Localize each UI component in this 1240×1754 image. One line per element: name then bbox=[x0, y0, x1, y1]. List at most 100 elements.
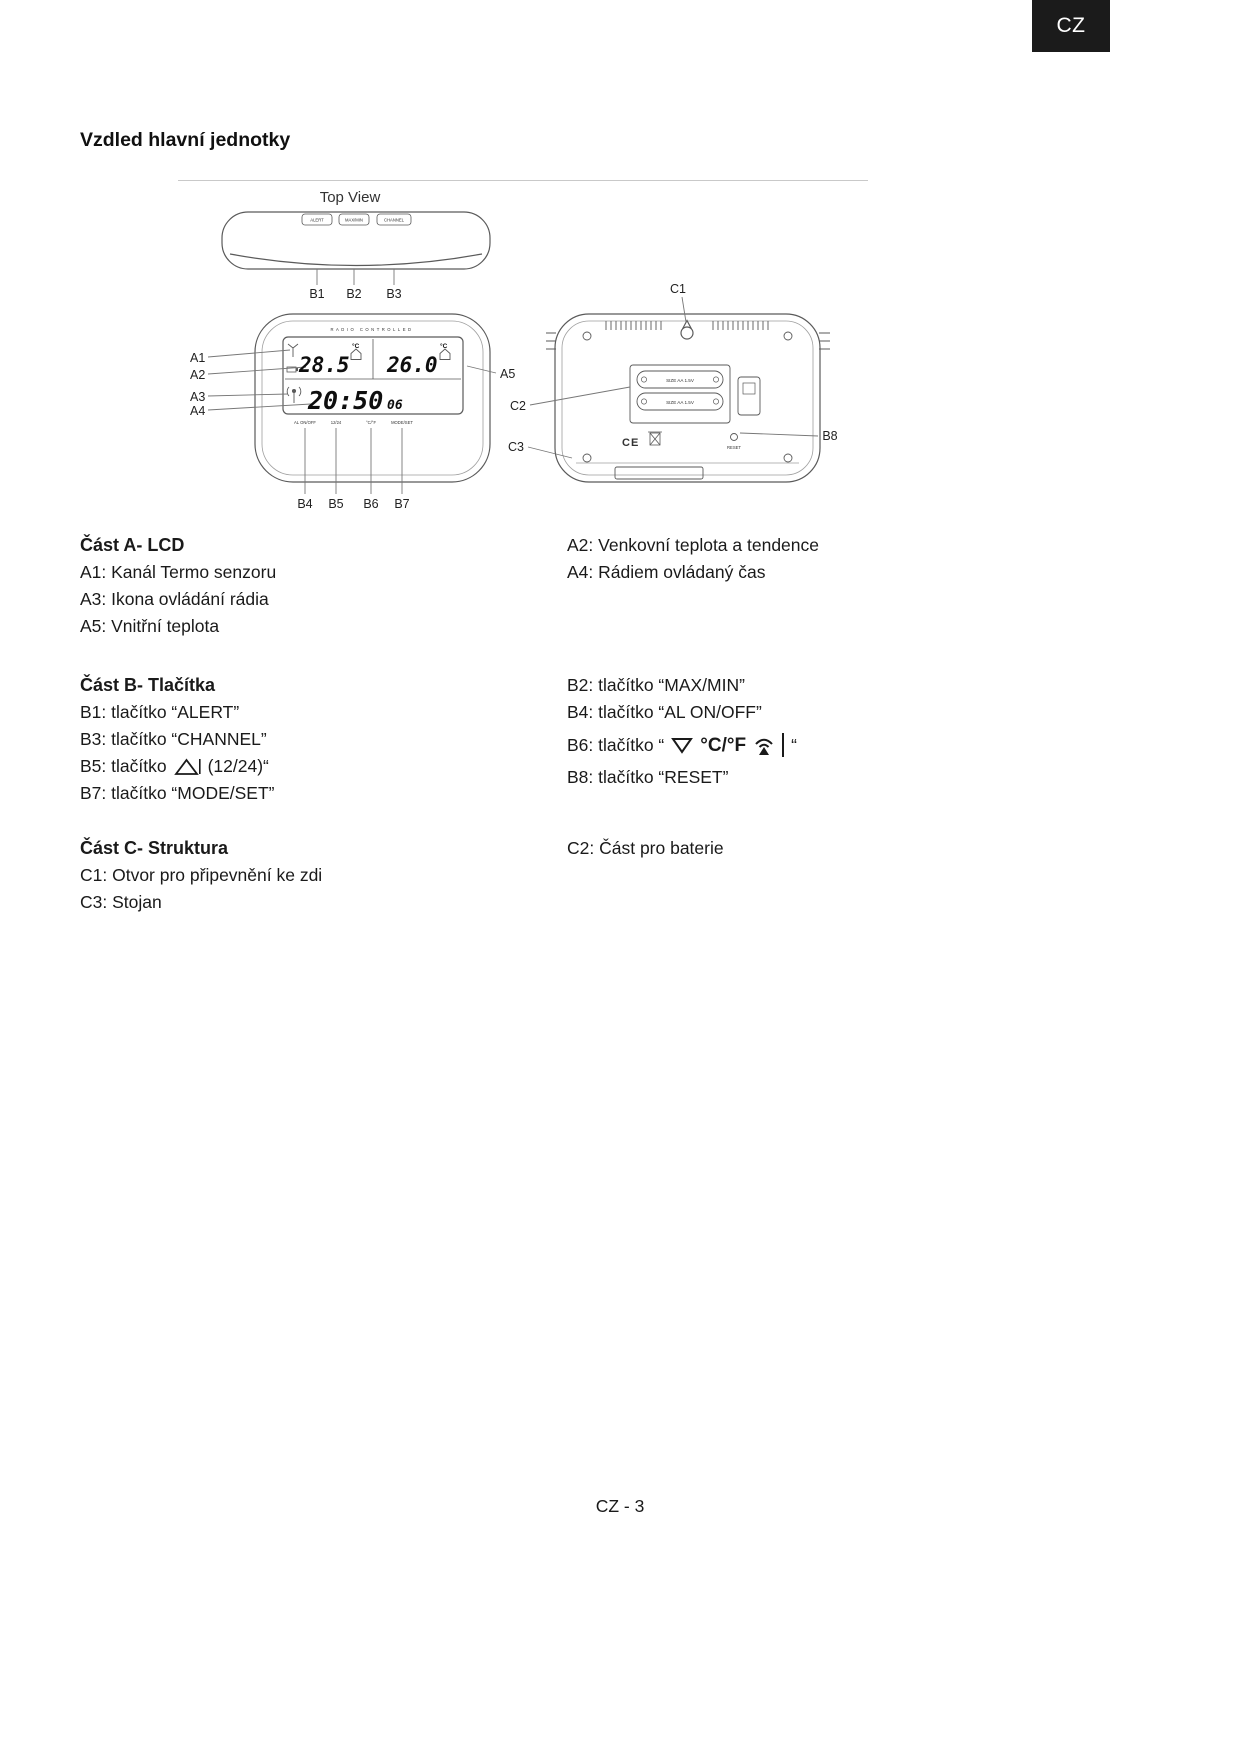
callout-b4: B4 bbox=[297, 497, 312, 511]
legend-item-b5: B5: tlačítko (12/24)“ bbox=[80, 753, 567, 780]
callout-b7: B7 bbox=[394, 497, 409, 511]
lcd-seconds: 06 bbox=[387, 398, 403, 413]
callout-b5: B5 bbox=[328, 497, 343, 511]
band-1224-label: 12/24 bbox=[331, 420, 342, 425]
section-b-left-column: Část B- Tlačítka B1: tlačítko “ALERT” B3… bbox=[80, 672, 567, 807]
callout-c1: C1 bbox=[670, 282, 686, 296]
legend-item-c2: C2: Část pro baterie bbox=[567, 838, 724, 858]
callout-a3: A3 bbox=[190, 390, 205, 404]
house-out-icon bbox=[350, 348, 362, 360]
device-figure: Top View ALERT MAX/MIN CHANNEL B1 B2 B3 bbox=[178, 180, 868, 526]
lcd-indoor-unit: °C bbox=[440, 342, 448, 350]
b6-text-prefix: B6: tlačítko “ bbox=[567, 734, 665, 755]
back-callout-lines bbox=[527, 296, 819, 459]
wall-mount-hole bbox=[680, 319, 694, 340]
front-button-leader-lines bbox=[304, 428, 403, 494]
callout-b1: B1 bbox=[309, 287, 324, 301]
callout-a5: A5 bbox=[500, 367, 515, 381]
band-cf-label: °C/°F bbox=[366, 420, 377, 425]
house-in-icon bbox=[439, 348, 451, 360]
down-triangle-icon bbox=[671, 737, 694, 754]
callout-a1: A1 bbox=[190, 351, 205, 365]
legend-item-b4: B4: tlačítko “AL ON/OFF” bbox=[567, 702, 762, 722]
lcd-time: 20:50 bbox=[307, 386, 383, 415]
radio-tower-icon bbox=[286, 386, 302, 403]
page-title: Vzdled hlavní jednotky bbox=[80, 129, 291, 151]
callout-b3: B3 bbox=[386, 287, 401, 301]
legend-item-a2: A2: Venkovní teplota a tendence bbox=[567, 535, 819, 555]
band-modeset-label: MODE/SET bbox=[391, 420, 413, 425]
section-c-heading: Část C- Struktura bbox=[80, 838, 229, 858]
reset-label: RESET bbox=[727, 445, 741, 450]
callout-b2: B2 bbox=[346, 287, 361, 301]
lcd-indoor-temp: 26.0 bbox=[386, 353, 438, 377]
vent-slots-right bbox=[712, 321, 769, 330]
legend-item-a3: A3: Ikona ovládání rádia bbox=[80, 589, 269, 609]
legend: Část A- LCD A1: Kanál Termo senzoru A3: … bbox=[80, 532, 1170, 916]
callout-a2: A2 bbox=[190, 368, 205, 382]
callout-b6: B6 bbox=[363, 497, 378, 511]
separator-bar bbox=[782, 733, 785, 757]
battery-size-label-1: SIZE AA 1.5V bbox=[666, 378, 695, 383]
callout-a4: A4 bbox=[190, 404, 205, 418]
side-fins-right bbox=[819, 332, 830, 350]
legend-item-c3: C3: Stojan bbox=[80, 892, 162, 912]
section-part-a: Část A- LCD A1: Kanál Termo senzoru A3: … bbox=[80, 532, 1170, 640]
screws bbox=[582, 331, 793, 463]
battery-icon bbox=[286, 366, 299, 373]
top-button-alert-label: ALERT bbox=[310, 218, 324, 223]
battery-size-label-2: SIZE AA 1.5V bbox=[666, 400, 695, 405]
top-view-leader-lines bbox=[316, 269, 395, 285]
section-a-left-column: Část A- LCD A1: Kanál Termo senzoru A3: … bbox=[80, 532, 567, 640]
signal-icon bbox=[755, 738, 773, 755]
top-view-caption: Top View bbox=[320, 189, 381, 206]
top-view-drawing bbox=[221, 211, 491, 270]
legend-item-a1: A1: Kanál Termo senzoru bbox=[80, 562, 277, 582]
signal-antenna-icon bbox=[287, 343, 299, 357]
section-b-heading: Část B- Tlačítka bbox=[80, 675, 216, 695]
section-c-left-column: Část C- Struktura C1: Otvor pro připevně… bbox=[80, 835, 567, 916]
section-b-right-column: B2: tlačítko “MAX/MIN” B4: tlačítko “AL … bbox=[567, 672, 1170, 807]
section-a-heading: Část A- LCD bbox=[80, 535, 185, 555]
device-diagram-svg: Top View ALERT MAX/MIN CHANNEL B1 B2 B3 bbox=[190, 189, 838, 511]
front-view-drawing bbox=[254, 313, 491, 483]
section-part-c: Část C- Struktura C1: Otvor pro připevně… bbox=[80, 835, 1170, 916]
battery-compartment bbox=[629, 364, 731, 424]
b5-text-suffix: (12/24)“ bbox=[207, 756, 269, 776]
legend-item-a4: A4: Rádiem ovládaný čas bbox=[567, 562, 766, 582]
lcd-outdoor-temp: 28.5 bbox=[298, 353, 350, 377]
back-view-drawing bbox=[546, 313, 830, 483]
channel-switch bbox=[737, 376, 761, 416]
legend-item-b2: B2: tlačítko “MAX/MIN” bbox=[567, 675, 745, 695]
brand-text: RADIO CONTROLLED bbox=[330, 327, 413, 332]
legend-item-c1: C1: Otvor pro připevnění ke zdi bbox=[80, 865, 323, 885]
page-number: CZ - 3 bbox=[595, 1496, 645, 1516]
section-part-b: Část B- Tlačítka B1: tlačítko “ALERT” B3… bbox=[80, 672, 1170, 807]
section-c-right-column: C2: Část pro baterie bbox=[567, 835, 1170, 916]
vent-slots-left bbox=[605, 321, 662, 330]
legend-item-b3: B3: tlačítko “CHANNEL” bbox=[80, 729, 267, 749]
ce-mark: CE bbox=[622, 437, 639, 449]
lcd-outdoor-unit: °C bbox=[352, 342, 360, 350]
side-fins-left bbox=[546, 332, 556, 350]
callout-c3: C3 bbox=[508, 440, 524, 454]
legend-item-b8: B8: tlačítko “RESET” bbox=[567, 767, 729, 787]
b6-text-suffix: “ bbox=[791, 734, 797, 755]
band-al-onoff-label: AL ON/OFF bbox=[294, 420, 316, 425]
top-button-maxmin-label: MAX/MIN bbox=[345, 218, 363, 223]
legend-item-b6: B6: tlačítko “ °C/°F “ bbox=[567, 726, 1170, 764]
alarm-triangle-icon bbox=[173, 758, 201, 775]
language-badge: CZ bbox=[1032, 0, 1110, 52]
top-button-channel-label: CHANNEL bbox=[384, 218, 405, 223]
front-callout-lines bbox=[207, 349, 497, 411]
callout-b8: B8 bbox=[822, 429, 837, 443]
weee-bin-icon bbox=[648, 431, 662, 446]
legend-item-b1: B1: tlačítko “ALERT” bbox=[80, 702, 240, 722]
callout-c2: C2 bbox=[510, 399, 526, 413]
legend-item-b7: B7: tlačítko “MODE/SET” bbox=[80, 783, 275, 803]
b6-cf-label: °C/°F bbox=[700, 734, 747, 756]
b5-text-prefix: B5: tlačítko bbox=[80, 756, 167, 776]
section-a-right-column: A2: Venkovní teplota a tendence A4: Rádi… bbox=[567, 532, 1170, 640]
legend-item-a5: A5: Vnitřní teplota bbox=[80, 616, 220, 636]
reset-button bbox=[730, 433, 738, 441]
